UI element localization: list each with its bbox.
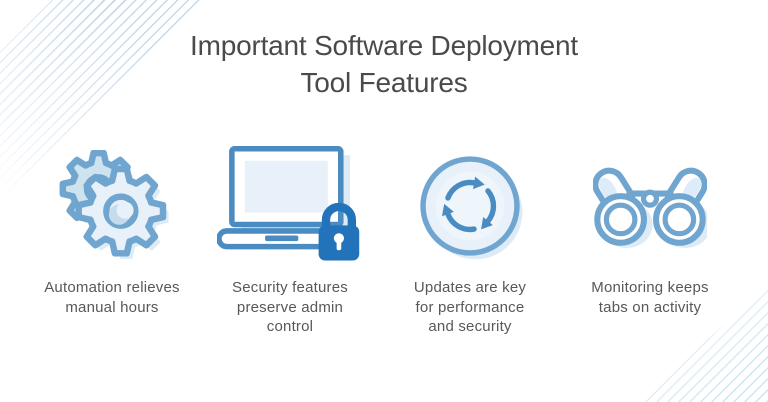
infographic-title: Important Software Deployment Tool Featu… bbox=[190, 30, 578, 98]
feature-updates: Updates are key for performance and secu… bbox=[380, 146, 560, 337]
feature-caption-monitoring: Monitoring keeps tabs on activity bbox=[591, 279, 709, 316]
feature-caption-automation: Automation relieves manual hours bbox=[44, 279, 180, 316]
feature-automation: Automation relieves manual hours bbox=[22, 146, 202, 317]
feature-caption-updates: Updates are key for performance and secu… bbox=[413, 279, 527, 335]
feature-monitoring: Monitoring keeps tabs on activity bbox=[560, 146, 740, 317]
laptop-lock-icon bbox=[200, 146, 380, 266]
feature-security: Security features preserve admin control bbox=[200, 146, 380, 337]
feature-caption-security: Security features preserve admin control bbox=[232, 279, 348, 335]
binoculars-icon bbox=[560, 146, 740, 266]
sync-arrows-icon bbox=[380, 146, 560, 266]
gears-icon bbox=[22, 146, 202, 266]
